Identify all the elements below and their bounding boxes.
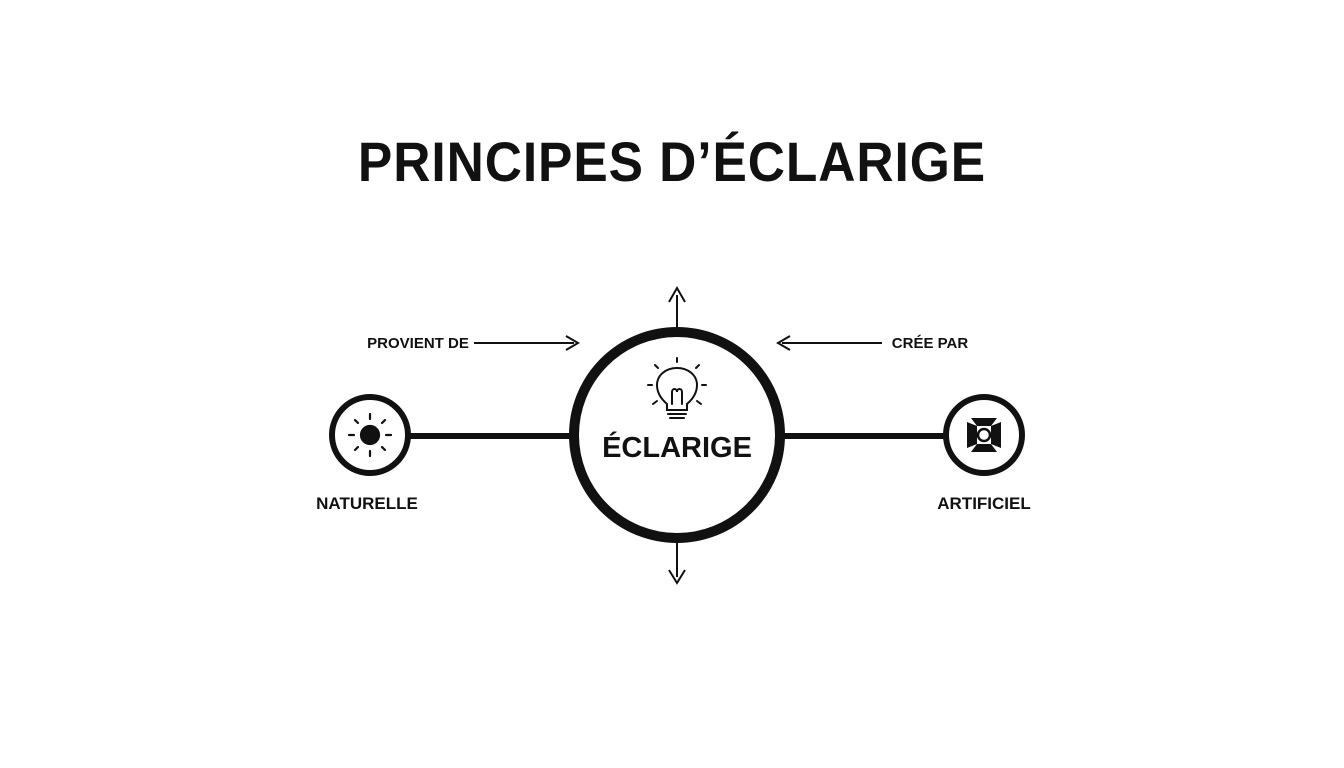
center-node: ÉCLARIGE bbox=[569, 327, 785, 543]
cree-par-label: CRÉE PAR bbox=[892, 335, 969, 352]
right-node-label: ARTIFICIEL bbox=[937, 494, 1031, 513]
lightbulb-icon bbox=[647, 357, 707, 419]
left-node-label: NATURELLE bbox=[316, 494, 418, 513]
page-title: PRINCIPES D’ÉCLARIGE bbox=[357, 130, 987, 193]
spotlight-icon bbox=[967, 418, 1001, 452]
up-arrow bbox=[668, 285, 686, 328]
left-node bbox=[329, 394, 411, 476]
sun-icon bbox=[347, 412, 393, 458]
provient-de-arrow bbox=[474, 335, 580, 351]
provient-de-label: PROVIENT DE bbox=[367, 335, 469, 352]
cree-par-arrow bbox=[776, 335, 882, 351]
center-label: ÉCLARIGE bbox=[602, 430, 752, 464]
right-node bbox=[943, 394, 1025, 476]
down-arrow bbox=[668, 542, 686, 585]
